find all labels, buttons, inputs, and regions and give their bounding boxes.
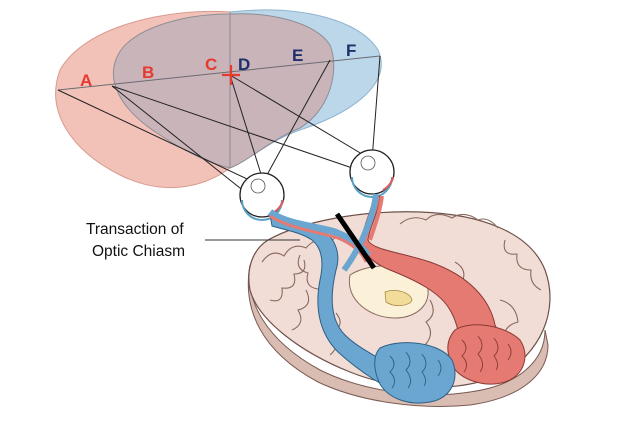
lesion-cut-icon: [334, 212, 377, 270]
blue-visual-cortex: [374, 342, 456, 404]
brain-slab-side: [247, 264, 549, 407]
field-label-c: C: [205, 55, 217, 74]
field-label-e: E: [292, 46, 303, 65]
field-label-d: D: [238, 55, 250, 74]
field-label-b: B: [142, 63, 154, 82]
projection-lines: [57, 55, 381, 197]
right-optic-nerve: [341, 193, 379, 272]
field-labels: A B C D E F: [80, 41, 356, 90]
field-label-a: A: [80, 71, 92, 90]
lgn-region: [384, 290, 413, 306]
caption-line-2: Optic Chiasm: [92, 243, 185, 260]
caption-line-1: Transaction of: [86, 221, 184, 238]
fixation-cross-icon: [222, 65, 240, 85]
visual-fields: [55, 9, 382, 189]
field-label-f: F: [346, 41, 356, 60]
horizontal-meridian: [57, 55, 381, 91]
optic-pathways: [267, 193, 526, 404]
right-eye-icon: [349, 149, 395, 198]
